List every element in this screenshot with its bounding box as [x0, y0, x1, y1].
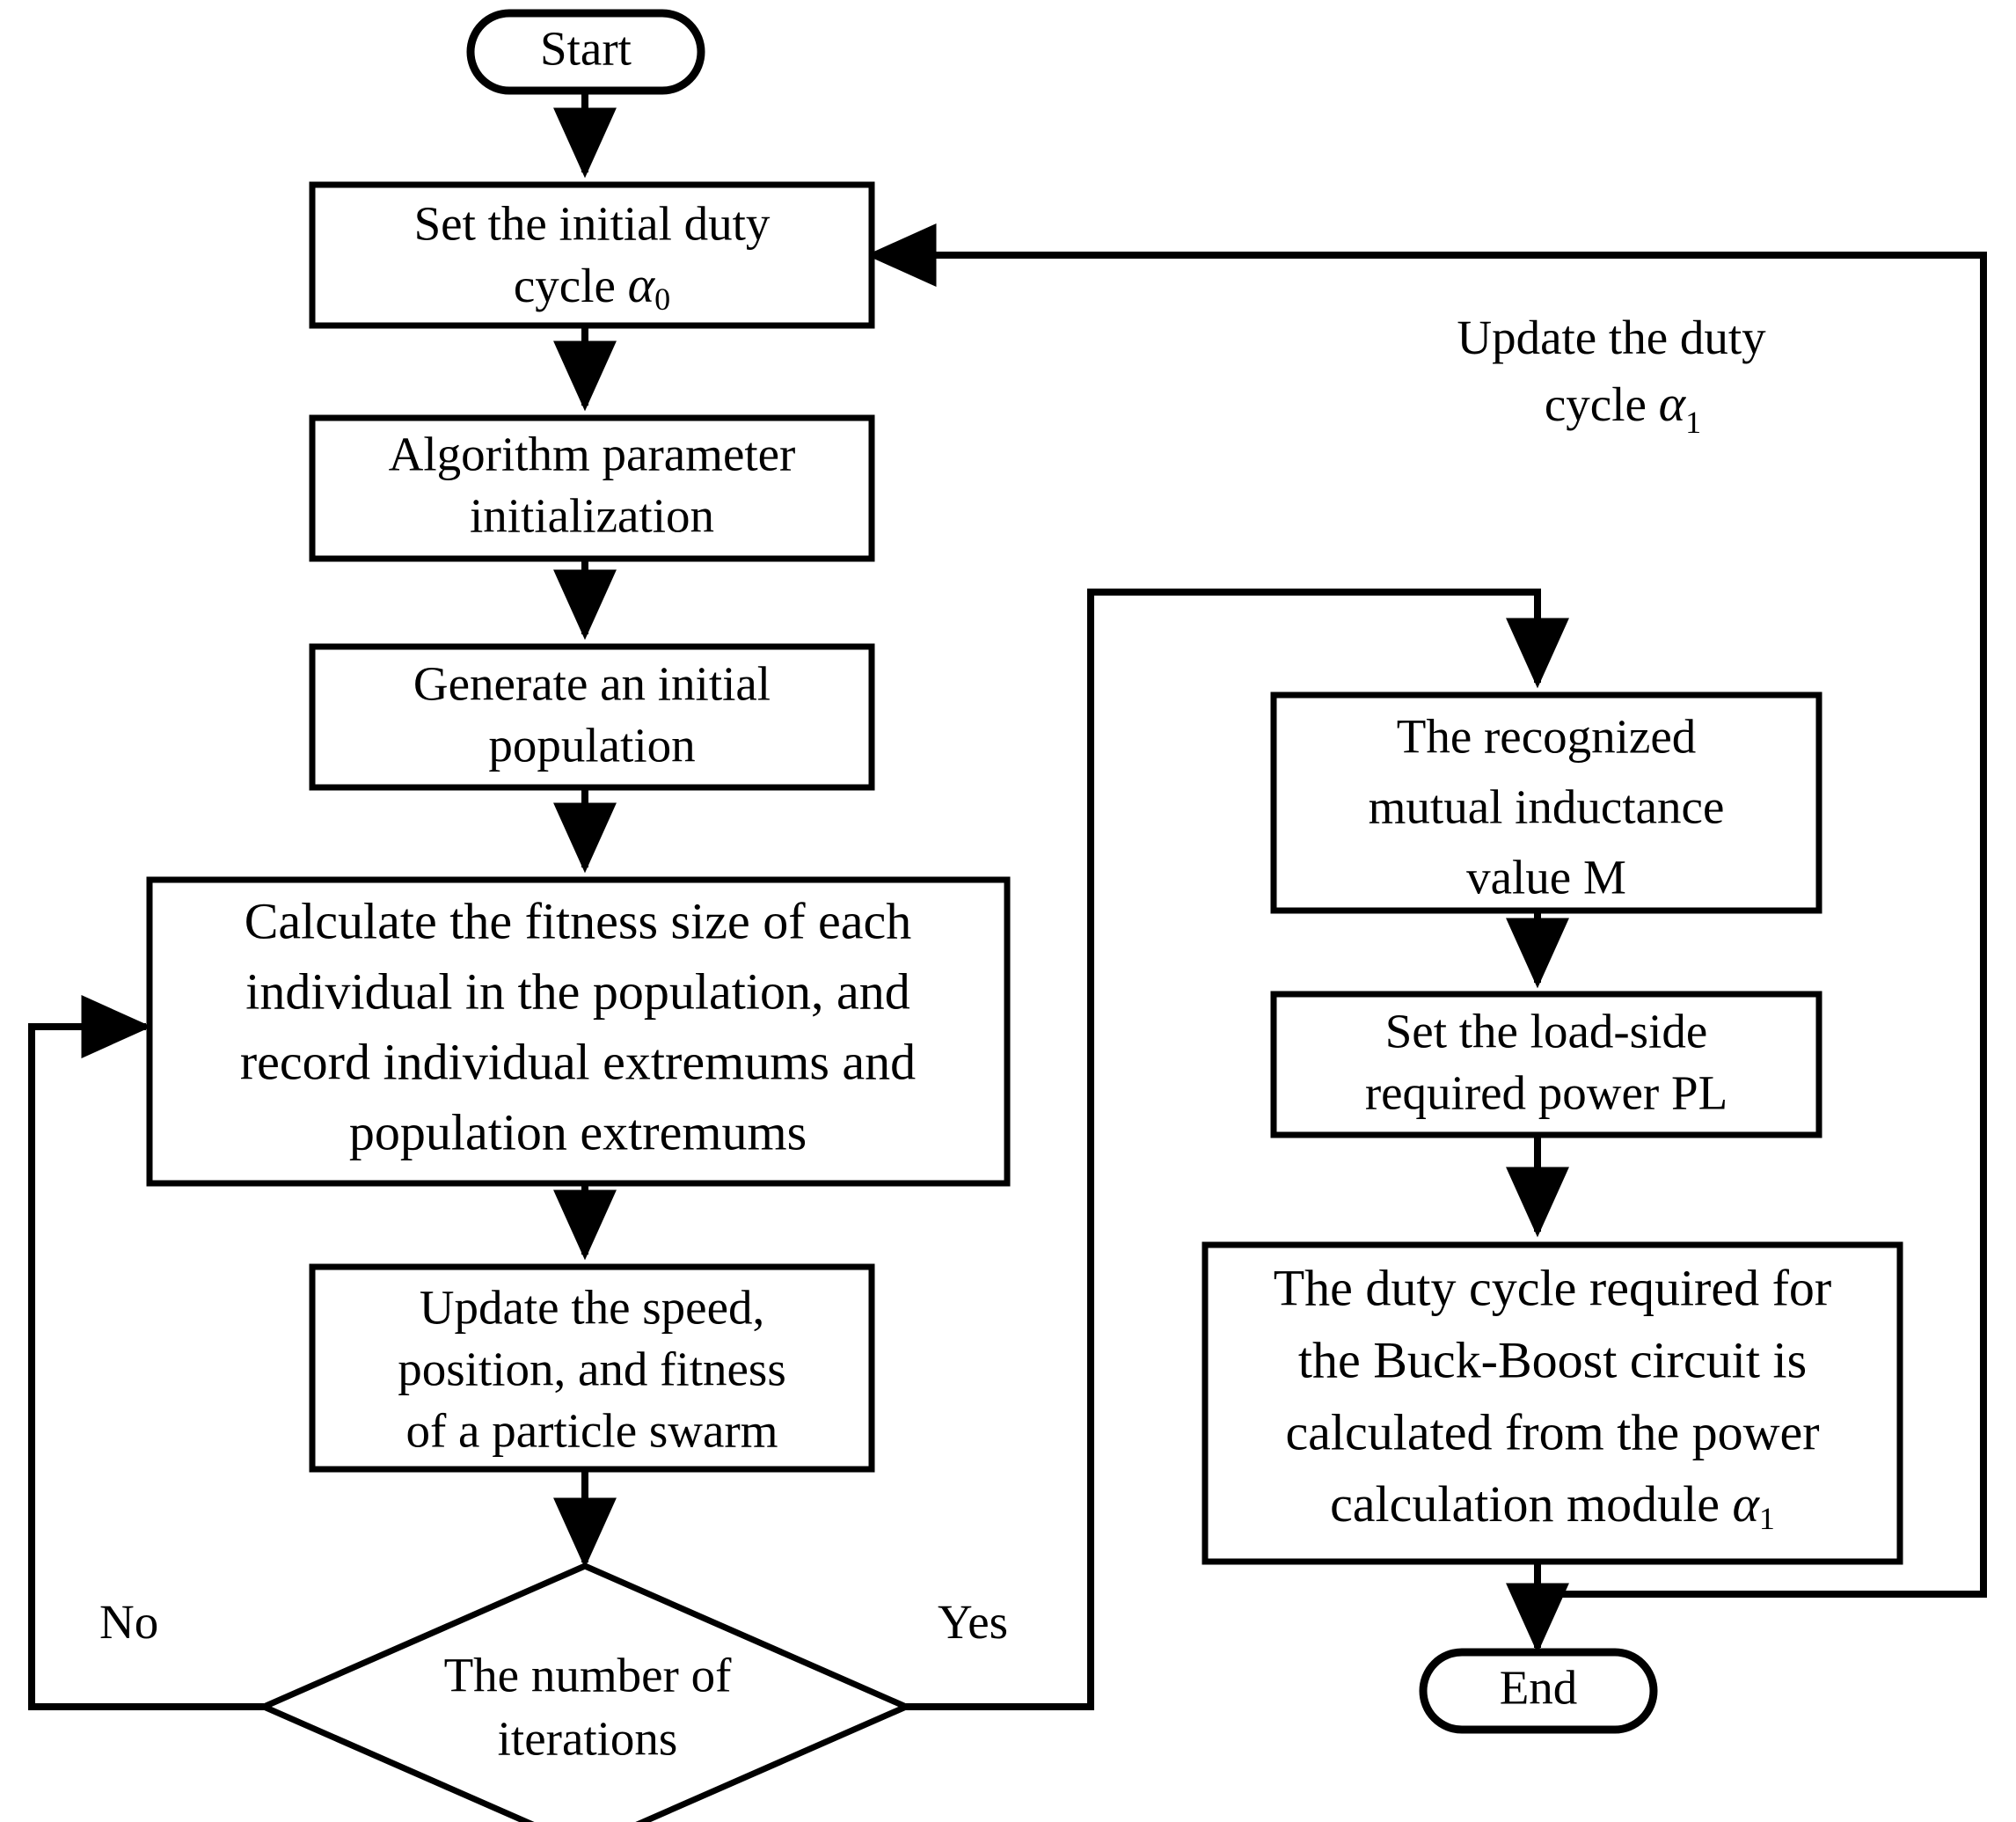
node-mutual-ind-line3: value M: [1466, 851, 1626, 904]
node-update-pso-line2: position, and fitness: [398, 1343, 786, 1396]
node-gen-pop-line2: population: [488, 719, 695, 772]
node-gen-pop-line1: Generate an initial: [413, 657, 771, 711]
node-duty-calc[interactable]: [1202, 1241, 1903, 1565]
node-end[interactable]: [1419, 1648, 1658, 1734]
node-set-duty-line2: cycle α0: [514, 256, 670, 317]
node-gen-pop[interactable]: [309, 643, 875, 791]
edge-label-yes: Yes: [938, 1595, 1008, 1649]
node-load-power[interactable]: [1270, 991, 1822, 1138]
node-calc-fit-line3: record individual extremums and: [240, 1033, 916, 1090]
node-alg-init-line2: initialization: [470, 489, 714, 543]
edge-feedback-to-set-duty: [866, 223, 1987, 1598]
node-mutual-ind-line2: mutual inductance: [1369, 780, 1725, 834]
node-start[interactable]: [466, 9, 705, 95]
node-calc-fit-line2: individual in the population, and: [245, 962, 910, 1020]
node-calc-fit-line1: Calculate the fitness size of each: [245, 892, 912, 949]
node-start-label: Start: [540, 22, 632, 76]
node-set-duty[interactable]: [309, 181, 875, 329]
node-decision-line2: iterations: [498, 1712, 678, 1766]
node-calc-fit-line4: population extremums: [349, 1103, 807, 1160]
node-calc-fit[interactable]: [146, 876, 1011, 1187]
node-duty-calc-line3: calculated from the power: [1285, 1403, 1819, 1460]
edge-label-no: No: [99, 1595, 158, 1649]
node-duty-calc-line4: calculation module α1: [1330, 1475, 1775, 1536]
node-end-label: End: [1500, 1661, 1578, 1715]
node-decision[interactable]: [256, 1562, 914, 1822]
node-decision-line1: The number of: [444, 1649, 733, 1702]
node-alg-init[interactable]: [309, 414, 875, 562]
node-update-pso-line3: of a particle swarm: [405, 1404, 778, 1458]
node-alg-init-line1: Algorithm parameter: [389, 428, 796, 481]
node-mutual-ind-line1: The recognized: [1397, 710, 1697, 764]
node-load-power-line1: Set the load-side: [1385, 1005, 1708, 1058]
node-duty-calc-line2: the Buck-Boost circuit is: [1298, 1331, 1807, 1388]
node-duty-calc-line1: The duty cycle required for: [1274, 1259, 1832, 1316]
node-load-power-line2: required power PL: [1365, 1066, 1727, 1120]
node-update-pso-line1: Update the speed,: [420, 1281, 765, 1335]
edge-label-feedback-line2: cycle α1: [1545, 375, 1701, 440]
node-update-pso[interactable]: [309, 1263, 875, 1473]
node-set-duty-line1: Set the initial duty: [414, 197, 771, 251]
edge-label-feedback-line1: Update the duty: [1457, 311, 1766, 364]
edge-decision-no-to-calc-fit: [28, 995, 264, 1710]
node-mutual-ind[interactable]: [1270, 691, 1822, 914]
edge-decision-yes-to-mutual-ind: [906, 589, 1569, 1710]
